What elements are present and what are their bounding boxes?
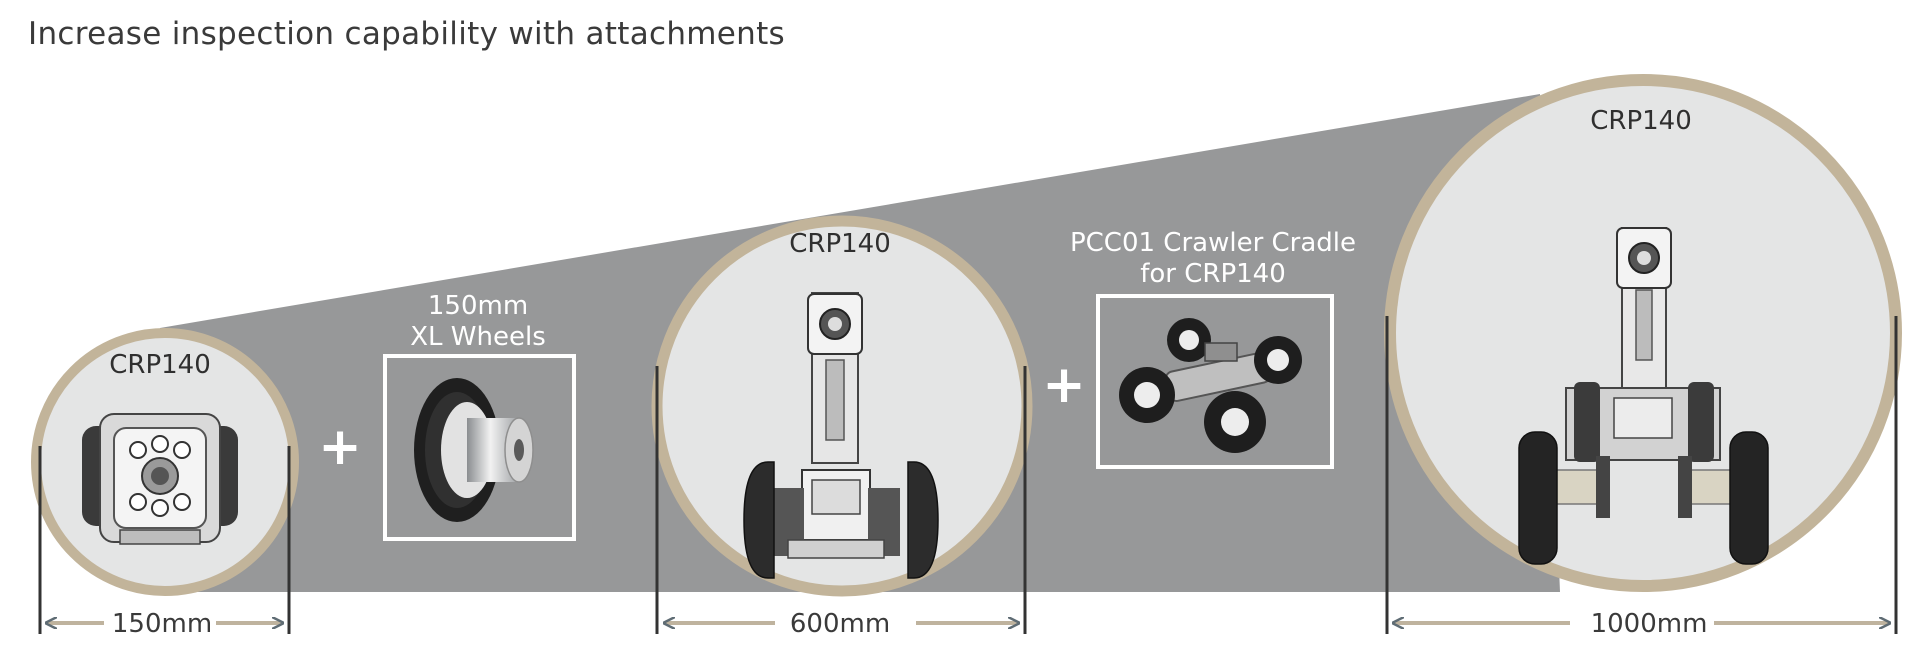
- crawler-cradle-image: [1119, 318, 1302, 453]
- crawler-cradle-attachment: PCC01 Crawler Cradle for CRP140: [1070, 228, 1356, 469]
- xl-wheels-frame: [383, 354, 576, 541]
- crp140-medium-label: CRP140: [789, 229, 891, 259]
- dimension-1000mm: 1000mm: [1385, 316, 1898, 639]
- dimension-600mm: 600mm: [655, 366, 1027, 639]
- crp140-small-group: CRP140: [31, 328, 299, 596]
- crawler-cradle-frame: [1096, 294, 1334, 469]
- xl-wheel-image: [414, 378, 534, 522]
- crp140-large-group: CRP140: [1384, 74, 1902, 592]
- crp140-medium-group: CRP140: [651, 215, 1033, 597]
- dim-150-label: 150mm: [112, 609, 212, 639]
- crp140-large-label: CRP140: [1590, 106, 1692, 136]
- crp140-large-robot: [1518, 227, 1769, 565]
- dim-1000-label: 1000mm: [1591, 609, 1708, 639]
- crp140-medium-robot: [743, 292, 939, 579]
- page-title: Increase inspection capability with atta…: [28, 16, 786, 52]
- plus-sign-2: +: [1042, 355, 1086, 415]
- plus-sign-1: +: [318, 417, 362, 477]
- dimension-150mm: 150mm: [38, 446, 291, 639]
- xl-wheels-label-line2: XL Wheels: [410, 322, 546, 352]
- crawler-cradle-label-line2: for CRP140: [1140, 259, 1286, 289]
- crp140-front-robot: [82, 413, 238, 545]
- crawler-cradle-label-line1: PCC01 Crawler Cradle: [1070, 228, 1356, 258]
- xl-wheels-label-line1: 150mm: [428, 291, 528, 321]
- xl-wheels-attachment: 150mm XL Wheels: [383, 291, 576, 541]
- dim-600-label: 600mm: [790, 609, 890, 639]
- crp140-small-label: CRP140: [109, 350, 211, 380]
